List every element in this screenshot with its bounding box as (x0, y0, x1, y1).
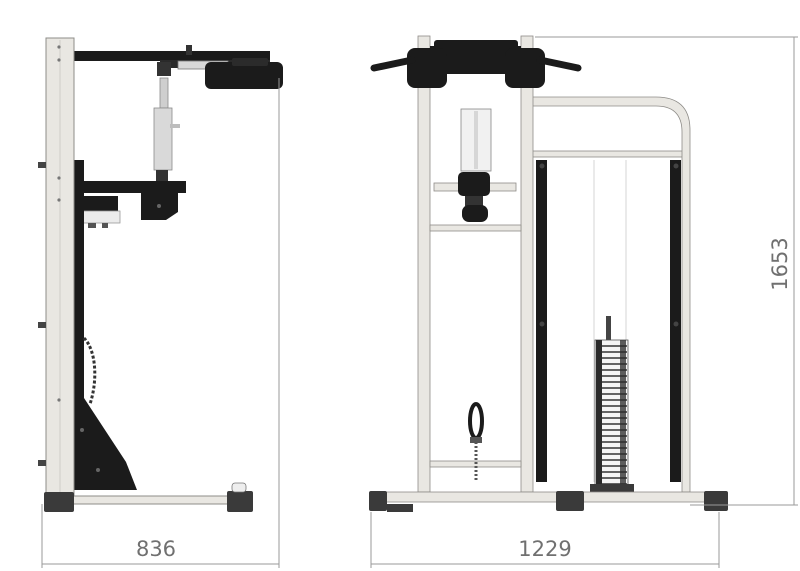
side-mid-arm (74, 181, 186, 193)
side-width-label: 836 (136, 537, 176, 561)
front-pulley-bracket (470, 437, 482, 443)
front-plate-lines (596, 345, 627, 485)
front-knee-pad-lower (462, 205, 488, 222)
front-right-handle (536, 56, 582, 72)
side-upright-hole-5 (57, 398, 61, 402)
side-knob-3 (38, 460, 46, 466)
front-base-rail (370, 491, 727, 503)
side-cylinder-rod (159, 77, 169, 109)
front-knee-stem (465, 196, 483, 206)
front-foot-left-extension (387, 504, 413, 512)
side-top-arm-cap (186, 45, 192, 55)
side-mid-bracket-bolt (157, 204, 161, 208)
front-top-crossbar (430, 46, 521, 74)
side-cylinder-body (153, 107, 173, 171)
side-front-foot (44, 492, 74, 512)
front-foot-middle (556, 491, 584, 511)
side-base-rail (45, 495, 253, 505)
front-guard-bolt-4 (673, 321, 679, 327)
side-knob-2 (38, 322, 46, 328)
front-stack-top-bar (526, 150, 688, 158)
side-knob-1 (38, 162, 46, 168)
side-lower-bolt-2 (96, 468, 100, 472)
front-foot-left (369, 491, 387, 511)
front-stack-right-edge (620, 340, 626, 488)
side-pad-tab-1 (88, 223, 96, 228)
side-top-pad-bracket (232, 58, 268, 66)
side-rear-column (74, 160, 84, 490)
height-label: 1653 (768, 237, 792, 290)
side-upright-hole-1 (57, 45, 61, 49)
side-upright-hole-3 (57, 176, 61, 180)
front-stack-guard-left (536, 160, 547, 482)
front-guard-bolt-2 (673, 163, 679, 169)
side-cylinder-valve (170, 124, 180, 128)
front-top-cap (434, 40, 518, 50)
front-stack-guard-right (670, 160, 681, 482)
side-upright-hole-4 (57, 198, 61, 202)
front-cylinder-highlight (474, 111, 478, 169)
front-left-pad (407, 48, 447, 88)
side-lower-frame (74, 398, 137, 490)
front-left-handle (370, 56, 416, 72)
side-top-pad (205, 62, 283, 89)
front-stack-base (590, 484, 634, 492)
front-pulley (468, 402, 484, 440)
front-knee-pad (458, 172, 490, 196)
front-guard-bolt-1 (539, 163, 545, 169)
side-knee-pad (78, 196, 118, 212)
front-selector-rod (606, 316, 611, 344)
side-view (38, 37, 283, 512)
front-mid-crossbar (429, 224, 522, 232)
front-right-upright (520, 35, 534, 493)
front-left-upright (417, 35, 431, 493)
front-foot-right (704, 491, 728, 511)
side-rear-foot (227, 491, 253, 512)
side-top-arm (74, 51, 270, 61)
front-guard-bolt-3 (539, 321, 545, 327)
front-width-label: 1229 (518, 537, 571, 561)
side-cylinder-foot (156, 170, 168, 182)
front-stack-left-edge (596, 340, 602, 488)
side-pivot-bracket (157, 62, 171, 76)
front-weight-stack (590, 339, 634, 492)
front-right-pad (505, 48, 545, 88)
side-chain (82, 336, 97, 405)
front-view (369, 35, 728, 512)
side-upright-hole-2 (57, 58, 61, 62)
side-pad-tab-2 (102, 223, 108, 228)
dimension-lines (41, 36, 798, 568)
side-rear-foot-cap (231, 482, 247, 493)
side-lower-bolt-1 (80, 428, 84, 432)
